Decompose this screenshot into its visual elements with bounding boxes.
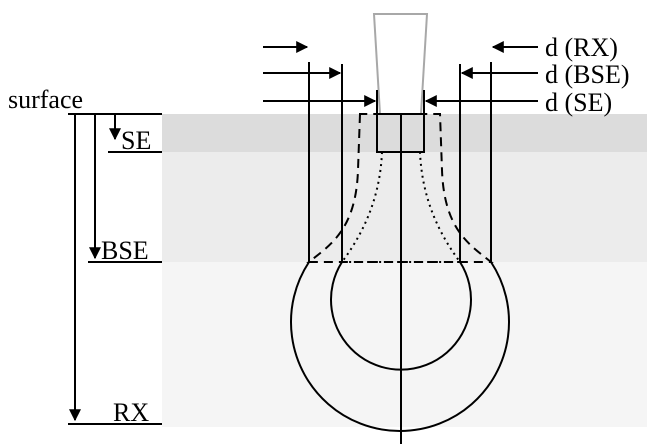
bse-depth-band: [162, 152, 647, 262]
dashed-envelope: [306, 113, 494, 263]
rx-depth-label: RX: [113, 398, 149, 427]
rx-depth-band: [162, 262, 647, 427]
rx-volume-outline: [290, 62, 510, 432]
d-rx-label: d (RX): [545, 33, 618, 62]
bse-volume-outline: [330, 64, 472, 371]
surface-label: surface: [8, 85, 83, 114]
d-bse-label: d (BSE): [545, 60, 630, 89]
se-depth-label: SE: [121, 126, 151, 155]
se-escape-column: [376, 90, 425, 153]
bse-depth-label: BSE: [101, 236, 149, 265]
dotted-envelope: [340, 151, 462, 263]
electron-beam: [372, 13, 429, 115]
d-se-label: d (SE): [545, 88, 612, 117]
se-depth-band: [162, 114, 647, 152]
